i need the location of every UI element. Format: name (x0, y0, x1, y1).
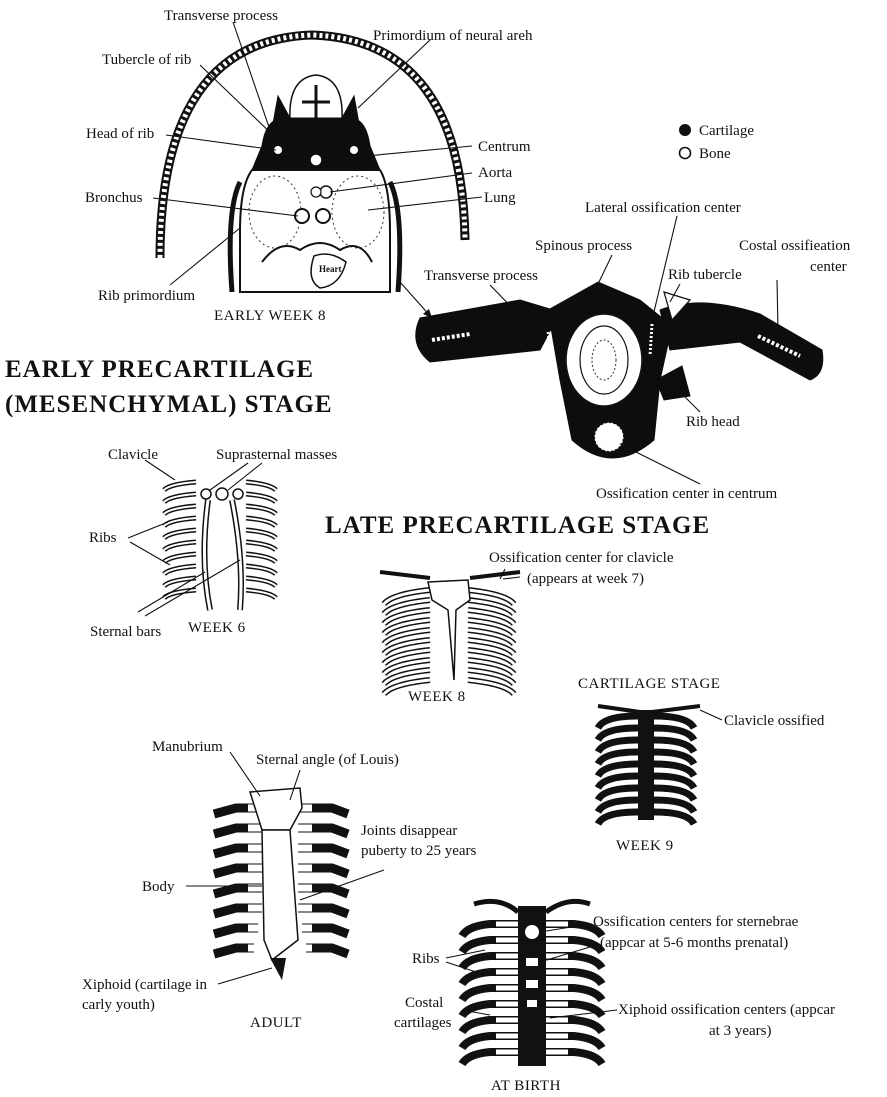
label-costal-2: cartilages (394, 1015, 452, 1031)
week9-clavicle-right (652, 706, 700, 712)
label-rib-primordium: Rib primordium (98, 288, 195, 304)
label-ossification-centrum: Ossification center in centrum (596, 486, 778, 502)
centrum (310, 154, 322, 166)
label-lung: Lung (484, 190, 516, 206)
suprasternal-mass-left (201, 489, 211, 499)
title-early-line1: EARLY PRECARTILAGE (5, 356, 314, 383)
heart-label: Heart (319, 264, 342, 274)
legend-cartilage: Cartilage (699, 123, 754, 139)
adult-rib (306, 948, 348, 954)
adult-sternum-body (262, 830, 298, 960)
caption-week6: WEEK 6 (188, 620, 246, 636)
label-body: Body (142, 879, 175, 895)
left-rib (416, 300, 560, 362)
label-tubercle-of-rib: Tubercle of rib (102, 52, 191, 68)
legend-bone: Bone (699, 146, 731, 162)
cartilage-legend-symbol (679, 124, 691, 136)
bone-legend-symbol (680, 148, 691, 159)
caption-week9: WEEK 9 (616, 838, 674, 854)
week9-sternum (638, 710, 654, 820)
label-xiphoid-2: carly youth) (82, 997, 155, 1013)
suprasternal-mass-right (216, 488, 228, 500)
label-head-of-rib: Head of rib (86, 126, 154, 142)
label-clavicle-ossified: Clavicle ossified (724, 713, 825, 729)
label-joints-2: puberty to 25 years (361, 843, 477, 859)
label-costal-1: Costal (405, 995, 443, 1011)
label-clavicle: Clavicle (108, 447, 158, 463)
caption-at-birth: AT BIRTH (491, 1078, 561, 1094)
label-ribs-birth: Ribs (412, 951, 440, 967)
label-sternebrae-2: (appcar at 5-6 months prenatal) (600, 935, 788, 951)
week6-ribs-right (246, 482, 276, 598)
centrum-ossification (595, 423, 623, 451)
week9-clavicle-left (598, 706, 640, 712)
right-rib (660, 303, 823, 380)
label-rib-head: Rib head (686, 414, 740, 430)
week8-clavicle-left (380, 572, 430, 578)
label-costal-ossification-2: center (810, 259, 847, 275)
caption-early-week8: EARLY WEEK 8 (214, 308, 326, 324)
label-transverse-process-top: Transverse process (164, 8, 278, 24)
label-xiphoid-ossification-1: Xiphoid ossification centers (appcar (618, 1002, 835, 1018)
birth-sternebra-1 (525, 925, 539, 939)
label-aorta: Aorta (478, 165, 512, 181)
week6-figure: Clavicle Suprasternal masses Ribs Sterna… (89, 447, 337, 640)
week9-rib (598, 812, 638, 824)
label-bronchus: Bronchus (85, 190, 143, 206)
adult-figure: Manubrium Sternal angle (of Louis) Joint… (82, 739, 477, 1031)
late-precartilage-vertebra: Lateral ossification center Spinous proc… (416, 200, 851, 502)
legend: Cartilage Bone (679, 123, 754, 162)
head-of-rib-right (350, 146, 358, 154)
lateral-ossification-left (548, 332, 552, 362)
label-joints-1: Joints disappear (361, 823, 457, 839)
label-spinous-process: Spinous process (535, 238, 632, 254)
label-rib-tubercle: Rib tubercle (668, 267, 742, 283)
aorta-inner (311, 187, 321, 197)
birth-sternebra-4 (527, 1000, 537, 1007)
birth-clavicle-left (474, 901, 518, 912)
birth-clavicle-right (546, 901, 590, 912)
label-primordium-neural-arch: Primordium of neural areh (373, 28, 533, 44)
week9-rib (654, 812, 694, 824)
week8-sternum (428, 580, 470, 680)
spinal-canal (566, 314, 642, 406)
label-centrum: Centrum (478, 139, 531, 155)
rib-primordium-right (390, 182, 400, 292)
label-lateral-ossification-center: Lateral ossification center (585, 200, 741, 216)
caption-adult: ADULT (250, 1015, 302, 1031)
rib-primordium-left (230, 182, 240, 292)
label-costal-ossification-1: Costal ossifieation (739, 238, 851, 254)
week8-clavicle-right (470, 572, 520, 578)
bronchus-right (316, 209, 330, 223)
label-xiphoid-ossification-2: at 3 years) (709, 1023, 771, 1039)
title-early-line2: (MESENCHYMAL) STAGE (5, 391, 333, 418)
adult-xiphoid (270, 958, 286, 980)
birth-sternebra-3 (526, 980, 538, 988)
label-ossification-clavicle-1: Ossification center for clavicle (489, 550, 674, 566)
label-sternal-bars: Sternal bars (90, 624, 161, 640)
at-birth-figure: Ossification centers for sternebrae (app… (394, 901, 835, 1094)
label-sternal-angle: Sternal angle (of Louis) (256, 752, 399, 768)
label-manubrium: Manubrium (152, 739, 223, 755)
label-ribs-week6: Ribs (89, 530, 117, 546)
week9-figure: CARTILAGE STAGE Clavicle ossified WEEK 9 (578, 676, 825, 854)
label-transverse-process-vertebra: Transverse process (424, 268, 538, 284)
birth-sternebra-2 (526, 958, 538, 966)
clavicle-mass (233, 489, 243, 499)
caption-week8: WEEK 8 (408, 689, 466, 705)
label-suprasternal-masses: Suprasternal masses (216, 447, 337, 463)
label-ossification-clavicle-2: (appears at week 7) (527, 571, 644, 587)
label-sternebrae-1: Ossification centers for sternebrae (593, 914, 799, 930)
title-cartilage-stage: CARTILAGE STAGE (578, 676, 720, 692)
label-xiphoid-1: Xiphoid (cartilage in (82, 977, 207, 993)
title-late: LATE PRECARTILAGE STAGE (325, 512, 710, 539)
